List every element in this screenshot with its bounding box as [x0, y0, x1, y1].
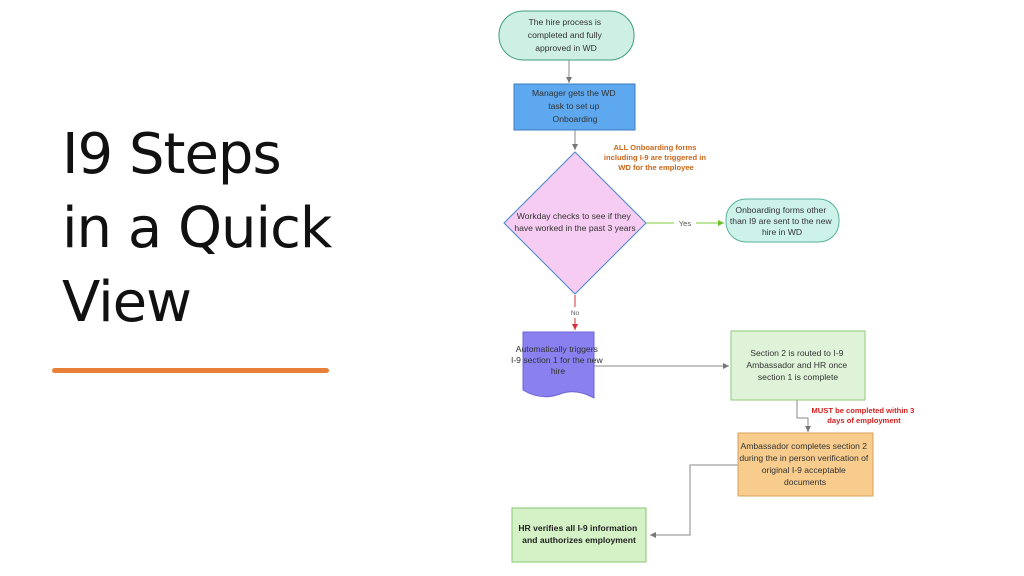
node-section-2-line-3: section 1 is complete	[758, 372, 838, 382]
svg-text:Onboarding forms other tha: Onboarding forms other than I9 are sent …	[730, 205, 834, 237]
node-decision-past-3-years	[503, 151, 647, 295]
slide-title: I9 Steps in a Quick View	[62, 118, 422, 340]
edge-section2-to-ambassador	[796, 400, 811, 432]
node-hr-verifies	[511, 507, 647, 563]
svg-text:Section 2 is routed to I-9: Section 2 is routed to I-9 Ambassador an…	[746, 348, 849, 382]
node-manager-task-line-3: Onboarding	[553, 114, 598, 124]
node-hire-complete	[498, 10, 635, 61]
node-decision-line-1: Workday checks to see if they	[517, 211, 632, 221]
edge-ambassador-to-hr	[650, 464, 738, 538]
node-other-forms-line-2: than I9 are sent to the new	[730, 216, 833, 226]
node-ambassador-completes	[737, 432, 874, 497]
node-manager-task	[513, 83, 636, 131]
node-other-forms-line-1: Onboarding forms other	[735, 205, 826, 215]
edge-label-no: No	[571, 310, 580, 317]
node-triggers-line-2: I-9 section 1 for the new	[511, 355, 604, 365]
node-decision-line-2: have worked in the past 3 years	[514, 223, 635, 233]
note-onboarding-line-1: ALL Onboarding forms	[613, 143, 696, 152]
svg-text:Automatically triggers I-9: Automatically triggers I-9 section 1 for…	[511, 344, 605, 376]
node-triggers-section-1	[522, 331, 595, 399]
svg-text:Manager gets the WD task t: Manager gets the WD task to set up Onboa…	[532, 88, 618, 124]
svg-text:Workday checks to see if they: Workday checks to see if they have worke…	[514, 211, 635, 233]
node-hire-complete-line-1: The hire process is	[529, 17, 602, 27]
note-onboarding-line-3: WD for the employee	[618, 163, 694, 172]
node-ambassador-line-4: documents	[784, 477, 826, 487]
svg-text:ALL Onboarding forms inclu: ALL Onboarding forms including I-9 are t…	[604, 143, 708, 172]
node-section-2-routed	[730, 330, 866, 401]
node-other-forms	[725, 198, 840, 243]
svg-text:MUST be completed within 3: MUST be completed within 3 days of emplo…	[811, 406, 916, 425]
note-deadline-line-1: MUST be completed within 3	[811, 406, 914, 415]
node-manager-task-line-2: task to set up	[548, 101, 599, 111]
node-section-2-line-2: Ambassador and HR once	[746, 360, 847, 370]
svg-text:HR verifies all I-9 informatio: HR verifies all I-9 information and auth…	[518, 523, 639, 545]
yes-label-bg	[674, 216, 696, 228]
slide-title-line-2: in a Quick	[62, 196, 332, 261]
note-onboarding-line-2: including I-9 are triggered in	[604, 153, 706, 162]
node-ambassador-line-1: Ambassador completes section 2	[741, 441, 868, 451]
slide-title-line-3: View	[62, 270, 192, 335]
node-hire-complete-line-3: approved in WD	[535, 43, 597, 53]
node-manager-task-line-1: Manager gets the WD	[532, 88, 616, 98]
slide-title-line-1: I9 Steps	[62, 122, 282, 187]
node-triggers-line-3: hire	[551, 366, 566, 376]
node-triggers-line-1: Automatically triggers	[516, 344, 598, 354]
no-label-bg	[567, 307, 583, 318]
node-ambassador-line-3: original I-9 acceptable	[762, 465, 846, 475]
node-other-forms-line-3: hire in WD	[762, 227, 802, 237]
svg-text:Ambassador completes section 2: Ambassador completes section 2 during th…	[739, 441, 870, 487]
node-hr-line-1: HR verifies all I-9 information	[518, 523, 637, 533]
node-hire-complete-line-2: completed and fully	[528, 30, 603, 40]
note-deadline-line-2: days of employment	[827, 416, 901, 425]
title-underline	[52, 368, 329, 373]
node-hr-line-2: and authorizes employment	[522, 535, 636, 545]
node-section-2-line-1: Section 2 is routed to I-9	[750, 348, 843, 358]
edge-label-yes: Yes	[679, 219, 692, 228]
svg-text:The hire process is compl: The hire process is completed and fully …	[528, 17, 604, 53]
node-ambassador-line-2: during the in person verification of	[739, 453, 869, 463]
